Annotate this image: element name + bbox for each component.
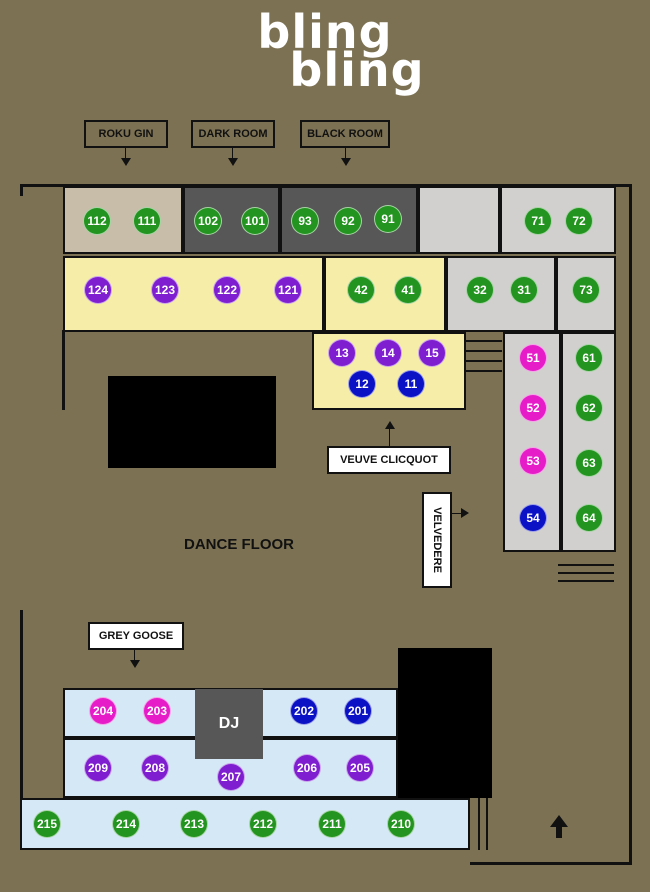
table-93[interactable]: 93	[291, 207, 319, 235]
table-214[interactable]: 214	[112, 810, 140, 838]
table-207[interactable]: 207	[217, 763, 245, 791]
sign-velvedere: VELVEDERE	[422, 492, 452, 588]
wall-left-lower	[20, 610, 23, 800]
table-124[interactable]: 124	[84, 276, 112, 304]
table-205[interactable]: 205	[346, 754, 374, 782]
stair-line	[466, 350, 502, 352]
zone-40s	[324, 256, 446, 332]
table-101[interactable]: 101	[241, 207, 269, 235]
arrow-stem	[389, 428, 390, 446]
table-63[interactable]: 63	[575, 449, 603, 477]
arrow-right-icon	[461, 508, 469, 518]
wall-left-stub	[20, 184, 23, 196]
table-91[interactable]: 91	[374, 205, 402, 233]
table-121[interactable]: 121	[274, 276, 302, 304]
arrow-stem	[345, 148, 346, 158]
table-204[interactable]: 204	[89, 697, 117, 725]
logo-line-2: bling	[289, 43, 425, 97]
table-51[interactable]: 51	[519, 344, 547, 372]
table-15[interactable]: 15	[418, 339, 446, 367]
table-206[interactable]: 206	[293, 754, 321, 782]
sign-velvedere-label: VELVEDERE	[431, 507, 443, 573]
bar-block	[398, 648, 492, 798]
stage-block	[108, 376, 276, 468]
table-209[interactable]: 209	[84, 754, 112, 782]
entrance-arrow-icon	[550, 815, 568, 827]
table-102[interactable]: 102	[194, 207, 222, 235]
table-213[interactable]: 213	[180, 810, 208, 838]
stair-line	[466, 340, 502, 342]
arrow-stem	[125, 148, 126, 158]
stair-line	[486, 798, 488, 850]
table-111[interactable]: 111	[133, 207, 161, 235]
sign-dark-room: DARK ROOM	[191, 120, 275, 148]
table-14[interactable]: 14	[374, 339, 402, 367]
table-41[interactable]: 41	[394, 276, 422, 304]
arrow-stem	[134, 650, 135, 660]
stair-line	[466, 370, 502, 372]
arrow-stem	[232, 148, 233, 158]
table-31[interactable]: 31	[510, 276, 538, 304]
arrow-down-icon	[121, 158, 131, 166]
table-61[interactable]: 61	[575, 344, 603, 372]
arrow-down-icon	[228, 158, 238, 166]
stair-line	[478, 798, 480, 850]
wall-bottom	[470, 862, 632, 865]
table-202[interactable]: 202	[290, 697, 318, 725]
zone-30s	[446, 256, 556, 332]
table-210[interactable]: 210	[387, 810, 415, 838]
wall-top	[20, 184, 632, 187]
wall-left-inner	[62, 330, 65, 410]
sign-grey-goose: GREY GOOSE	[88, 622, 184, 650]
table-112[interactable]: 112	[83, 207, 111, 235]
table-215[interactable]: 215	[33, 810, 61, 838]
table-208[interactable]: 208	[141, 754, 169, 782]
arrow-down-icon	[341, 158, 351, 166]
dj-booth: DJ	[195, 689, 263, 759]
table-211[interactable]: 211	[318, 810, 346, 838]
table-203[interactable]: 203	[143, 697, 171, 725]
table-53[interactable]: 53	[519, 447, 547, 475]
logo-line-1: bling	[257, 5, 393, 59]
arrow-up-icon	[385, 421, 395, 429]
table-123[interactable]: 123	[151, 276, 179, 304]
table-122[interactable]: 122	[213, 276, 241, 304]
table-92[interactable]: 92	[334, 207, 362, 235]
table-52[interactable]: 52	[519, 394, 547, 422]
stair-line	[558, 564, 614, 566]
sign-roku-gin: ROKU GIN	[84, 120, 168, 148]
sign-veuve-clicquot: VEUVE CLICQUOT	[327, 446, 451, 474]
table-73[interactable]: 73	[572, 276, 600, 304]
table-42[interactable]: 42	[347, 276, 375, 304]
wall-right	[629, 184, 632, 864]
stair-line	[558, 580, 614, 582]
entrance-arrow-stem	[556, 826, 562, 838]
zone-top-right	[500, 186, 616, 254]
table-71[interactable]: 71	[524, 207, 552, 235]
table-72[interactable]: 72	[565, 207, 593, 235]
table-32[interactable]: 32	[466, 276, 494, 304]
table-13[interactable]: 13	[328, 339, 356, 367]
table-11[interactable]: 11	[397, 370, 425, 398]
zone-top-empty	[418, 186, 500, 254]
table-54[interactable]: 54	[519, 504, 547, 532]
table-201[interactable]: 201	[344, 697, 372, 725]
zone-roku-gin	[63, 186, 183, 254]
table-12[interactable]: 12	[348, 370, 376, 398]
sign-black-room: BLACK ROOM	[300, 120, 390, 148]
table-64[interactable]: 64	[575, 504, 603, 532]
arrow-stem	[452, 513, 462, 514]
stair-line	[558, 572, 614, 574]
stair-line	[466, 360, 502, 362]
table-62[interactable]: 62	[575, 394, 603, 422]
dance-floor-label: DANCE FLOOR	[184, 536, 294, 553]
table-212[interactable]: 212	[249, 810, 277, 838]
arrow-down-icon	[130, 660, 140, 668]
